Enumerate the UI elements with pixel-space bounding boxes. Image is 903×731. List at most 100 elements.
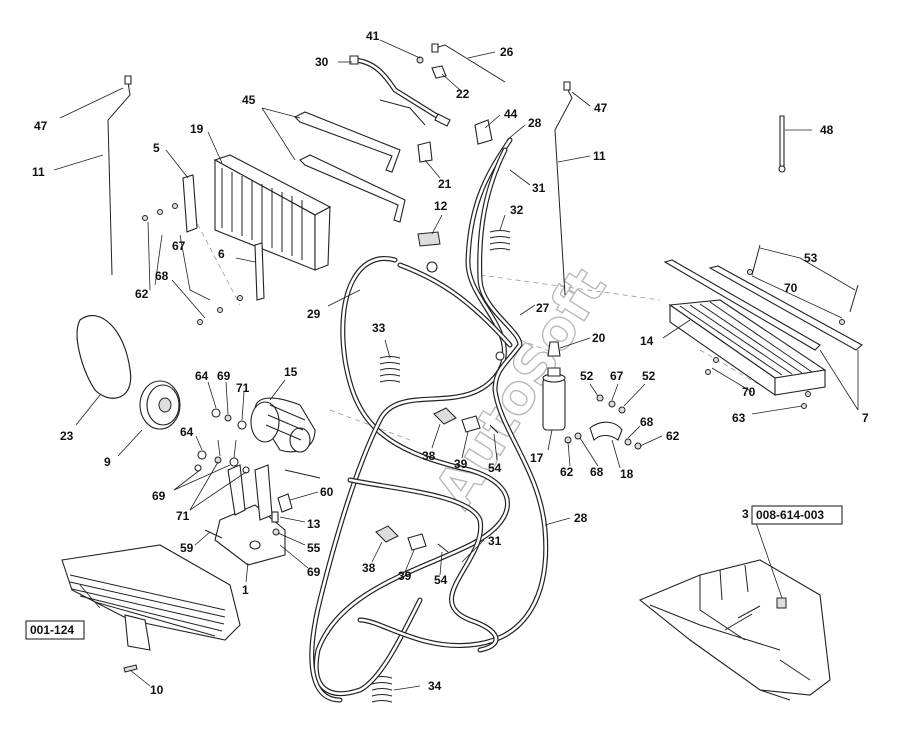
callout-39-lower: 39	[398, 569, 412, 583]
callout-31-bottom: 31	[488, 534, 502, 548]
condenser-14	[668, 299, 827, 397]
callout-52-right: 52	[642, 369, 656, 383]
callout-28-top: 28	[528, 116, 542, 130]
callout-69-lower: 69	[307, 565, 321, 579]
callout-18: 18	[620, 467, 634, 481]
clip-38-upper	[433, 407, 457, 425]
callout-68-lower: 68	[590, 465, 604, 479]
hose-27	[397, 261, 513, 361]
bracket-5	[182, 174, 198, 233]
hose-31	[309, 137, 513, 703]
callout-62-right: 62	[666, 429, 680, 443]
fitting-22	[431, 65, 447, 79]
reference-label-chassis: 008-614-003	[756, 508, 824, 522]
relay-3	[776, 597, 787, 609]
callout-62-lower: 62	[560, 465, 574, 479]
callout-53: 53	[804, 251, 818, 265]
callout-6: 6	[218, 247, 225, 261]
callout-3: 3	[742, 507, 749, 521]
switch-20	[547, 341, 561, 357]
bracket-44	[474, 119, 493, 145]
grille-assembly	[61, 544, 241, 673]
callout-48: 48	[820, 123, 834, 137]
callout-11-right: 11	[593, 149, 606, 163]
watermark: AutoSoft	[423, 257, 619, 518]
callout-13: 13	[307, 517, 321, 531]
callout-28-bottom: 28	[574, 511, 588, 525]
callout-47-right: 47	[594, 101, 608, 115]
reference-box-chassis: 008-614-003	[751, 505, 843, 525]
clamp-18	[589, 421, 623, 442]
callout-labels: 47 11 5 19 45 30 41 22 26 44 28 47 11 48…	[32, 29, 869, 697]
rod-26	[431, 43, 506, 83]
belt-23	[76, 315, 132, 399]
hose-28	[357, 147, 549, 649]
callout-64-mid: 64	[180, 425, 194, 439]
callout-59: 59	[180, 541, 194, 555]
clip-12	[417, 231, 441, 247]
callout-15: 15	[284, 365, 298, 379]
callout-29: 29	[307, 307, 321, 321]
screw-54-lower	[437, 543, 449, 553]
hose-30	[349, 55, 451, 127]
callout-71-mid: 71	[176, 509, 190, 523]
callout-64-top: 64	[195, 369, 209, 383]
callout-68-right: 68	[640, 415, 654, 429]
callout-60: 60	[320, 485, 334, 499]
bolt-53-right	[849, 284, 859, 313]
screw-54-upper	[489, 424, 499, 434]
callout-31-top: 31	[532, 181, 546, 195]
callout-26: 26	[500, 45, 514, 59]
cable-tie-48	[778, 115, 786, 173]
callout-63: 63	[732, 411, 746, 425]
callout-70-bottom: 70	[742, 385, 756, 399]
callout-55: 55	[307, 541, 321, 555]
callout-17: 17	[530, 451, 544, 465]
receiver-drier-17	[542, 367, 566, 431]
callout-54-upper: 54	[488, 461, 502, 475]
callout-67-left: 67	[172, 239, 186, 253]
pulley-9	[139, 380, 181, 430]
reference-box-grille: 001-124	[25, 620, 85, 640]
callout-22: 22	[456, 87, 470, 101]
callout-33: 33	[372, 321, 386, 335]
callout-10: 10	[150, 683, 164, 697]
callout-47-left: 47	[34, 119, 48, 133]
callout-34: 34	[428, 679, 442, 693]
brackets-45	[294, 111, 406, 223]
callout-7: 7	[862, 411, 869, 425]
rod-11-right	[554, 81, 573, 296]
ring-41	[416, 56, 424, 64]
callout-68-left: 68	[155, 269, 169, 283]
callout-20: 20	[592, 331, 606, 345]
callout-52-left: 52	[580, 369, 594, 383]
callout-38-upper: 38	[422, 449, 436, 463]
callout-23: 23	[60, 429, 74, 443]
callout-69-top: 69	[217, 369, 231, 383]
strip-6	[254, 242, 265, 301]
hardware	[142, 203, 845, 539]
spring-33	[379, 356, 401, 383]
hose-lower-loop	[347, 477, 499, 653]
spring-32	[489, 230, 511, 251]
evaporator-19	[213, 154, 332, 271]
callout-27: 27	[536, 301, 550, 315]
callout-67-right: 67	[610, 369, 624, 383]
callout-14: 14	[640, 334, 654, 348]
spring-34	[371, 676, 393, 703]
callout-5: 5	[153, 141, 160, 155]
bolt-53-left	[751, 244, 761, 276]
callout-12: 12	[434, 199, 448, 213]
callout-45: 45	[242, 93, 256, 107]
clip-38-lower	[375, 525, 399, 543]
callout-39-upper: 39	[454, 457, 468, 471]
callout-19: 19	[190, 122, 204, 136]
callout-9: 9	[104, 455, 111, 469]
callout-11-left: 11	[32, 165, 45, 179]
brackets-7	[663, 259, 863, 351]
callout-71-top: 71	[236, 381, 250, 395]
mount-bracket-1	[214, 464, 286, 566]
chassis-scene	[638, 559, 831, 701]
callout-32: 32	[510, 203, 524, 217]
